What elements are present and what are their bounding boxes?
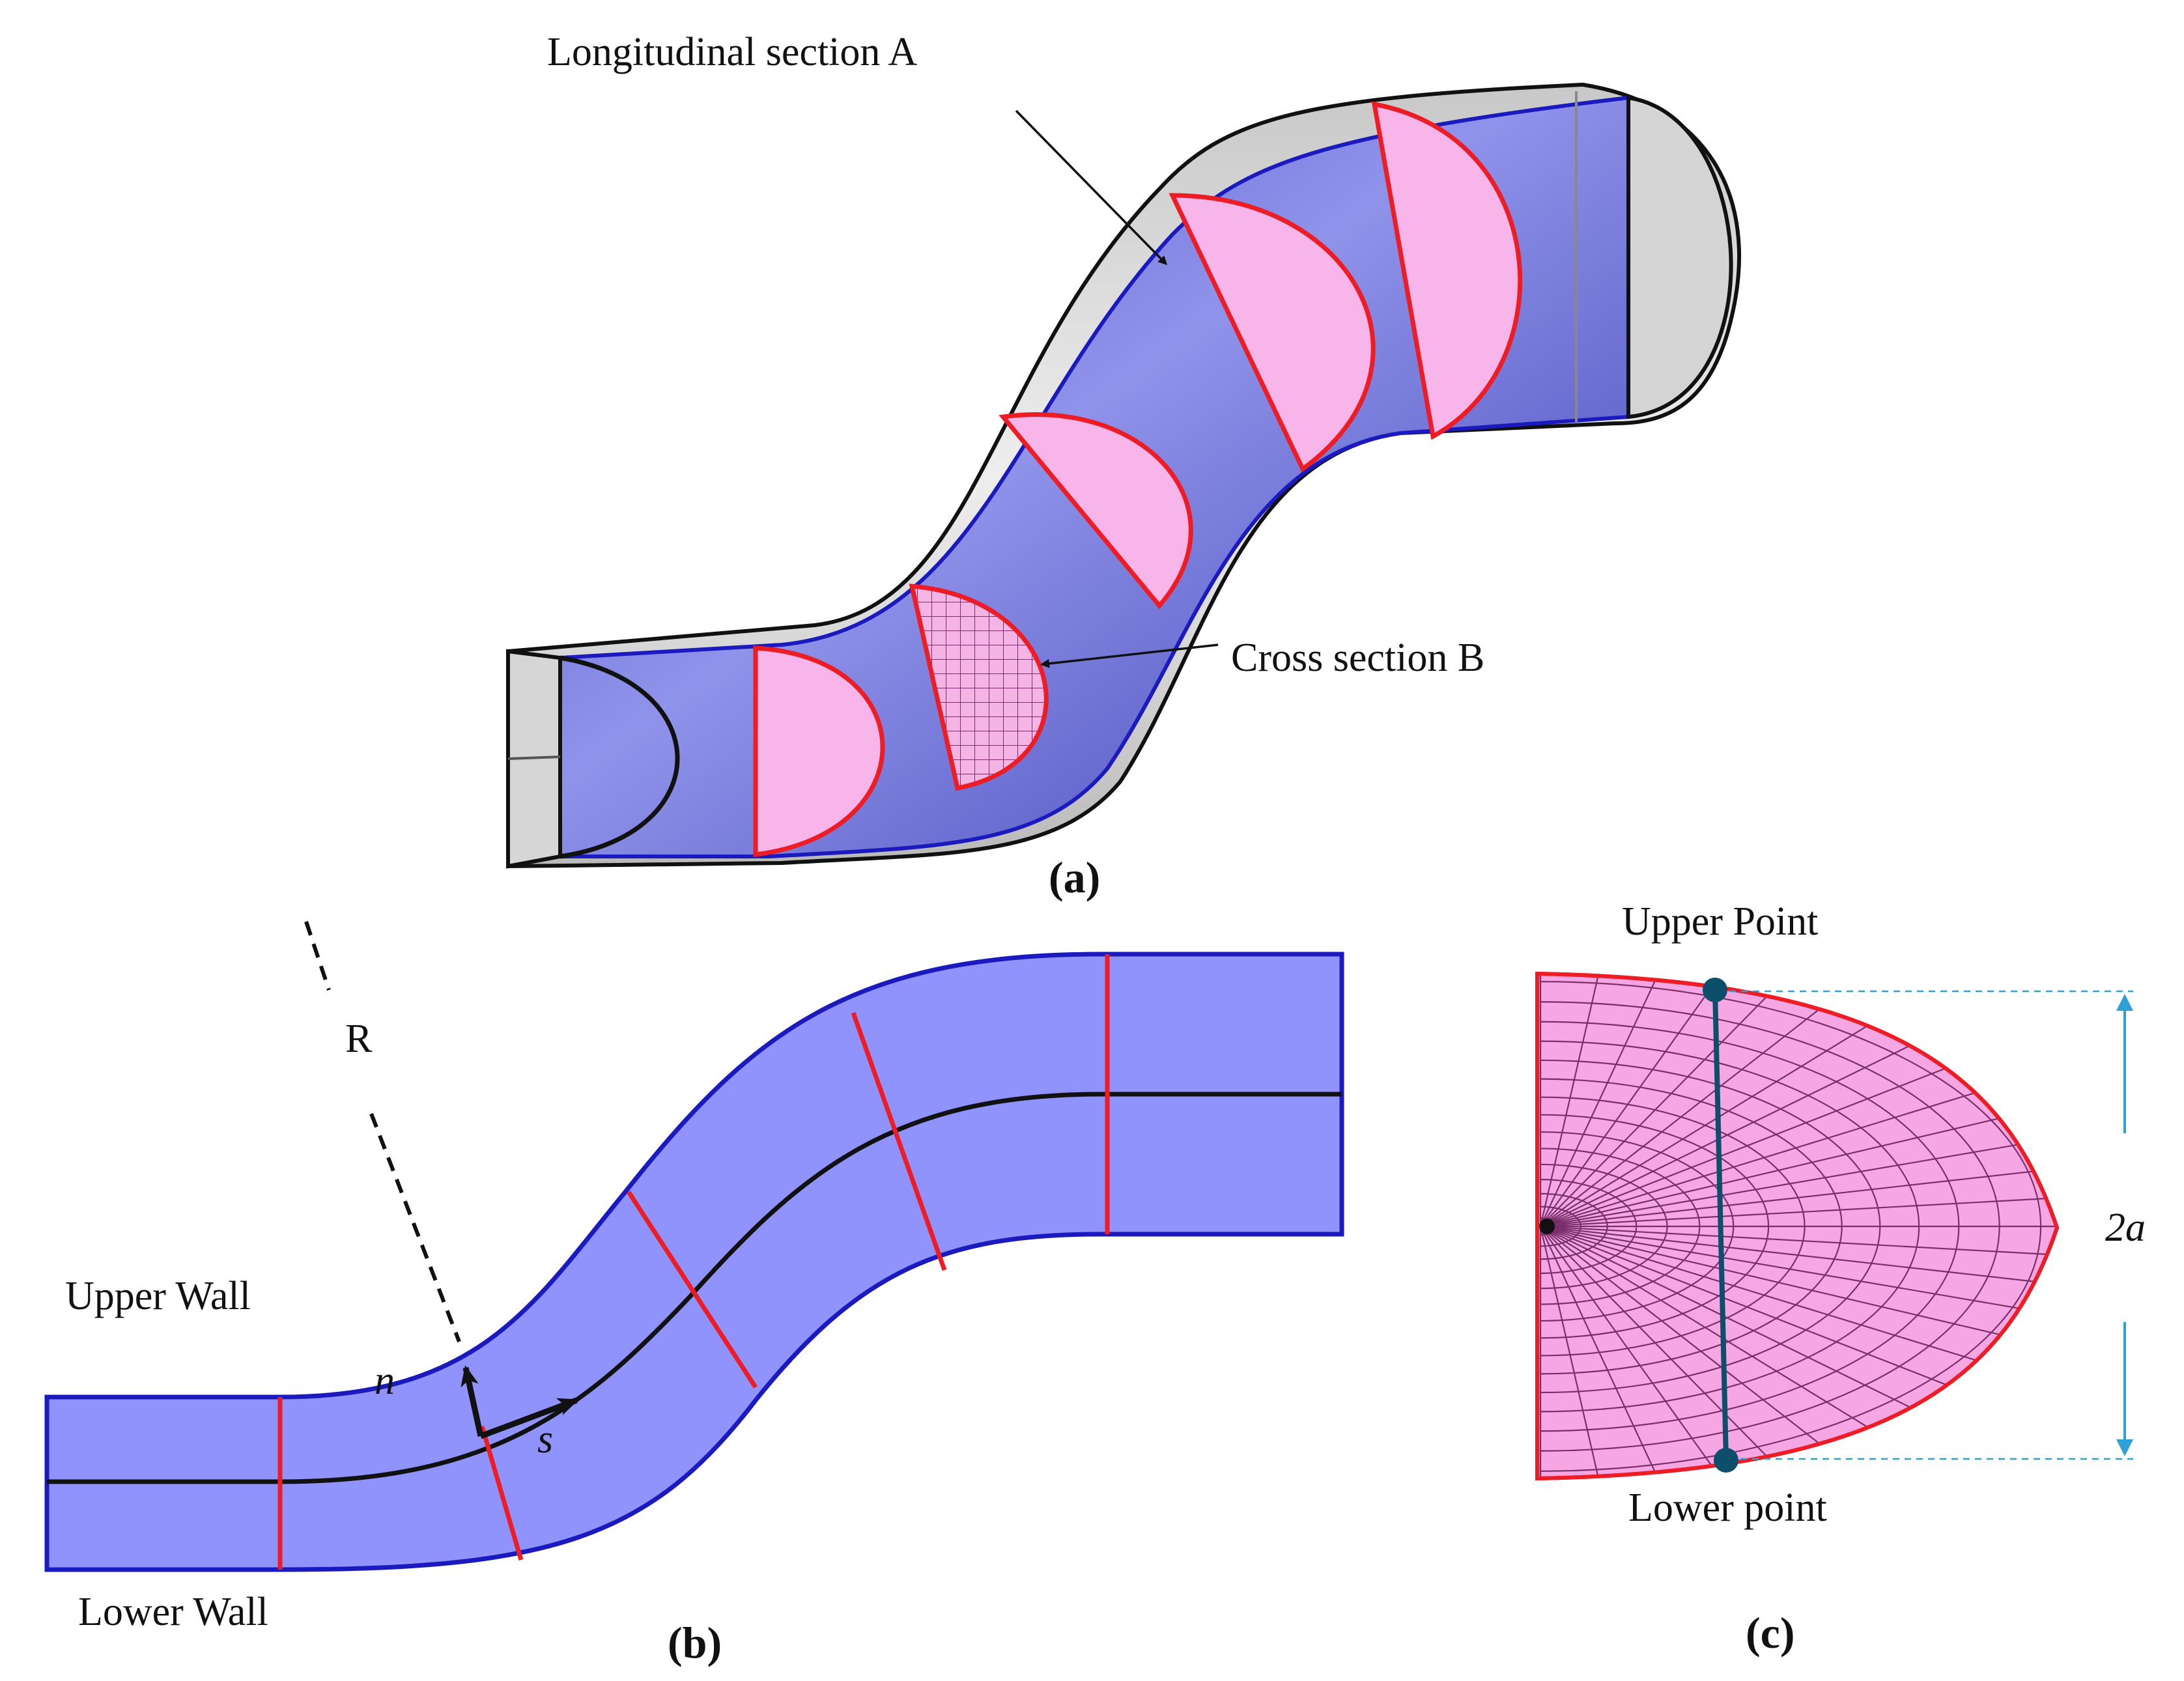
radius-dashed-line-upper xyxy=(304,921,331,991)
panel-a-3d-duct: Longitudinal section A Cross section B (… xyxy=(506,30,1742,902)
radius-label: R xyxy=(345,1017,373,1061)
mesh-ray xyxy=(1540,1011,1979,1227)
cross-section-3 xyxy=(999,412,1193,610)
upper-lower-connector xyxy=(1712,989,1729,1461)
section-line-3 xyxy=(627,1191,758,1389)
mesh-pole-dot xyxy=(1539,1219,1555,1234)
longitudinal-section-label: Longitudinal section A xyxy=(547,30,917,74)
upper-point-label: Upper Point xyxy=(1622,899,1818,944)
channel-centerline xyxy=(47,1092,1342,1484)
mesh-ray xyxy=(1540,1226,1927,1464)
cross-section-b-meshed xyxy=(909,584,1049,791)
cross-section-label: Cross section B xyxy=(1231,636,1484,680)
cross-section-5 xyxy=(1371,101,1523,440)
panel-b-channel: R n s Upper Wall Lower Wall (b) xyxy=(44,921,1344,1667)
cross-section-arrow xyxy=(1040,643,1219,668)
channel-body xyxy=(44,952,1344,1572)
mesh-ray xyxy=(1540,989,1927,1227)
inlet-cap-midline xyxy=(507,756,561,760)
section-line-4 xyxy=(851,1011,947,1271)
mesh-ray xyxy=(1540,1225,2026,1417)
outlet-cap xyxy=(1626,95,1733,419)
cross-section-4 xyxy=(1169,193,1376,473)
mesh-ray xyxy=(1540,974,1810,1227)
panel-c-cross-section: 2a Upper Point Lower point (c) xyxy=(1535,899,2146,1658)
lower-wall-label: Lower Wall xyxy=(78,1590,268,1634)
mesh-ring xyxy=(1540,1206,1581,1247)
streamwise-arrow xyxy=(479,1397,579,1439)
mesh-ray xyxy=(1540,1226,1810,1478)
inlet-profile-curve xyxy=(560,655,680,859)
normal-arrow xyxy=(461,1365,484,1437)
mesh-ring xyxy=(1540,1163,1668,1290)
normal-label: n xyxy=(375,1359,395,1403)
cross-section-outline xyxy=(1535,971,2060,1481)
panel-b-caption: (b) xyxy=(668,1618,722,1667)
section-line-2 xyxy=(479,1426,524,1561)
upper-point-marker xyxy=(1703,978,1727,1002)
mesh-ring xyxy=(1540,1078,1843,1375)
dimension-label: 2a xyxy=(2105,1206,2146,1250)
lower-point-marker xyxy=(1714,1448,1738,1473)
panel-c-caption: (c) xyxy=(1746,1608,1794,1658)
mesh-ray xyxy=(1540,1226,1871,1478)
radius-dashed-line-lower xyxy=(369,1112,461,1343)
mesh-ray xyxy=(1540,1226,1979,1442)
cross-section-1 xyxy=(753,645,885,857)
mesh-ring xyxy=(1540,1178,1638,1275)
mesh-ring xyxy=(1540,1131,1735,1322)
lower-point-label: Lower point xyxy=(1628,1486,1827,1530)
upper-wall-label: Upper Wall xyxy=(65,1274,251,1318)
mesh-ray xyxy=(1540,974,1871,1227)
streamwise-label: s xyxy=(537,1417,553,1462)
mesh-ring xyxy=(1540,1021,1960,1432)
panel-a-caption: (a) xyxy=(1049,853,1100,902)
longitudinal-section-arrow xyxy=(1015,109,1168,266)
mesh-ring xyxy=(1540,1193,1608,1260)
